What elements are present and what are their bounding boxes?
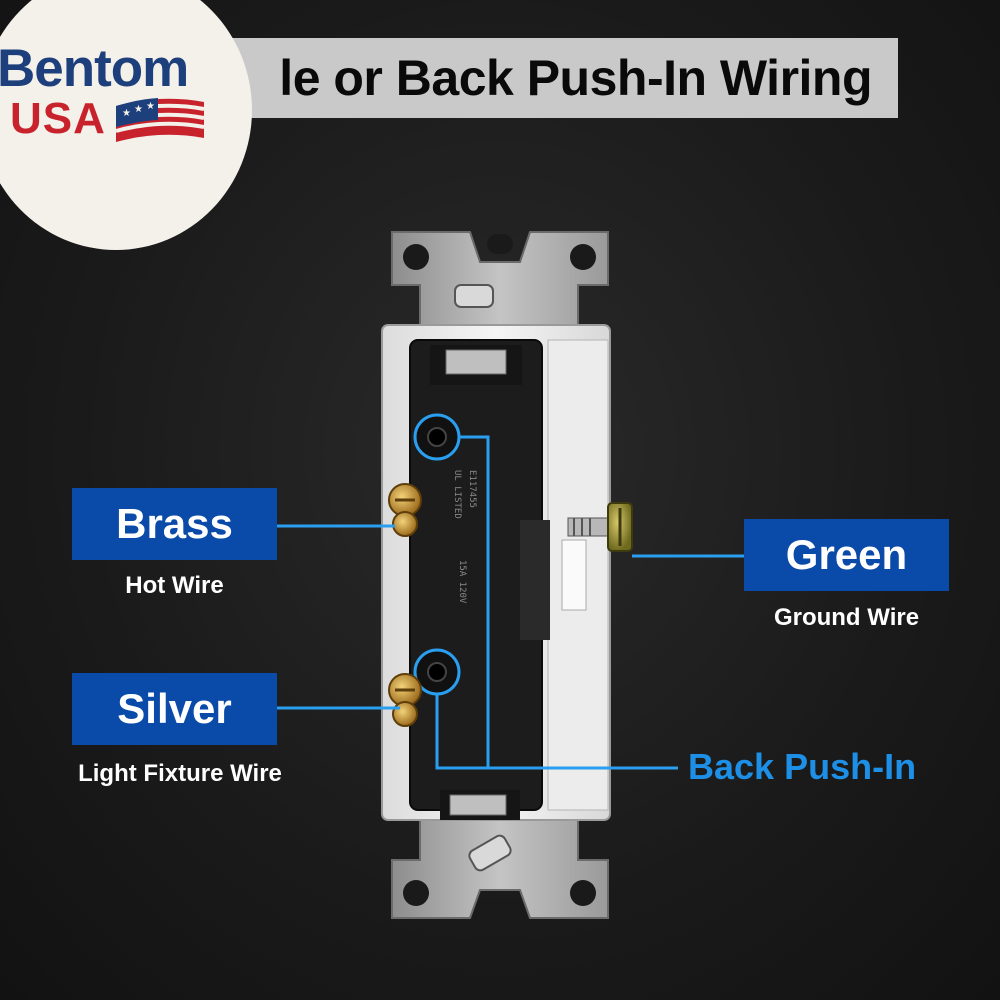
light-fixture-wire-caption: Light Fixture Wire	[78, 760, 282, 787]
bottom-mounting-strap	[391, 819, 609, 919]
svg-text:15A 120V: 15A 120V	[457, 560, 467, 604]
logo-country: USA	[10, 94, 106, 143]
green-ground-screw	[567, 502, 633, 552]
page-title: le or Back Push-In Wiring	[279, 50, 872, 106]
brand-logo: Bentom USA ★ ★ ★	[0, 0, 252, 250]
silver-label-text: Silver	[117, 685, 232, 732]
us-flag-icon: ★ ★ ★	[115, 98, 205, 142]
svg-text:★: ★	[146, 101, 155, 112]
svg-text:★: ★	[134, 104, 143, 115]
brass-label: Brass	[72, 488, 277, 560]
back-push-in-label: Back Push-In	[688, 746, 917, 787]
svg-text:★: ★	[122, 108, 131, 119]
brass-screw-terminal	[388, 483, 422, 537]
push-in-hole-top	[413, 413, 461, 461]
green-label: Green	[744, 519, 949, 591]
logo-wordmark: Bentom	[0, 39, 189, 98]
svg-text:E117455: E117455	[467, 470, 477, 508]
brass-label-text: Brass	[116, 500, 233, 547]
callout-lines	[277, 435, 744, 770]
switch-body: UL LISTED E117455 15A 120V	[409, 339, 550, 820]
title-banner: le or Back Push-In Wiring	[200, 38, 898, 118]
silver-screw-terminal	[388, 673, 422, 727]
green-label-text: Green	[785, 531, 908, 578]
silver-label: Silver	[72, 673, 277, 745]
svg-text:UL LISTED: UL LISTED	[452, 470, 462, 519]
top-mounting-strap	[391, 231, 609, 331]
ground-wire-caption: Ground Wire	[773, 604, 920, 631]
hot-wire-caption: Hot Wire	[125, 572, 224, 599]
